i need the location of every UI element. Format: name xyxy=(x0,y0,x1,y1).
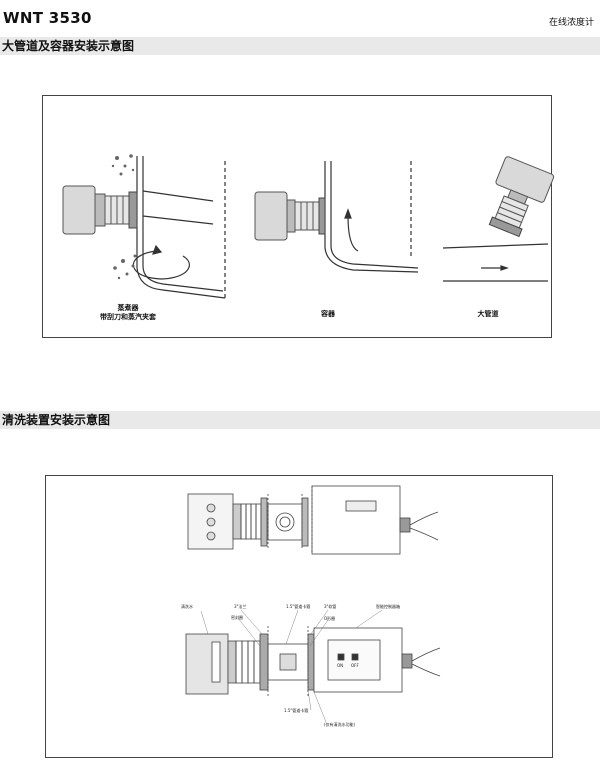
section-title-pipe: 大管道及容器安装示意图 xyxy=(0,37,600,55)
label-3in-flange: 3"法兰 xyxy=(234,604,247,609)
label-15-clamp-bottom: 1.5"管道卡箍 xyxy=(284,708,309,713)
caption-big-pipe: 大管道 xyxy=(477,310,499,318)
caption-evaporator: 蒸煮器 带刮刀和蒸汽夹套 xyxy=(83,304,173,322)
label-15-clamp-top: 1.5"管道卡箍 xyxy=(286,604,311,609)
panel-button-on-label: ON xyxy=(337,663,344,668)
top-view-assembly xyxy=(187,485,439,555)
front-view-assembly xyxy=(185,626,441,698)
section-title-wash: 清洗装置安装示意图 xyxy=(0,411,600,429)
caption-evaporator-line1: 蒸煮器 xyxy=(117,304,139,312)
panel-button-off-label: OFF xyxy=(351,663,359,668)
big-pipe xyxy=(442,243,549,282)
caption-evaporator-line2: 带刮刀和蒸汽夹套 xyxy=(100,313,156,321)
wash-diagram-figure xyxy=(185,485,441,723)
steam-particles xyxy=(111,154,137,280)
model-title: WNT 3530 xyxy=(3,9,92,27)
label-valve-note: (仅有清洗水功能) xyxy=(324,722,356,727)
label-control-box: 智能控制器箱 xyxy=(376,604,400,609)
label-o-ring: O形圈 xyxy=(324,616,336,621)
pipe-diagram-figure xyxy=(62,154,555,299)
sensor-unit-container xyxy=(254,191,326,241)
product-category: 在线浓度计 xyxy=(548,18,594,28)
label-3in-hose: 3"软管 xyxy=(324,604,337,609)
wash-diagram-panel: 清洗水 3"法兰 密封圈 1.5"管道卡箍 3"软管 O形圈 智能控制器箱 1.… xyxy=(45,475,553,758)
label-seal: 密封圈 xyxy=(231,615,243,620)
leader-lines xyxy=(200,609,383,723)
container-vessel xyxy=(324,161,419,273)
evaporator-vessel xyxy=(132,156,226,299)
pipe-diagram-panel: 蒸煮器 带刮刀和蒸汽夹套 容器 大管道 xyxy=(42,95,555,338)
label-cleaning-water: 清洗水 xyxy=(181,604,193,609)
sensor-unit-evaporator xyxy=(62,185,138,235)
sensor-unit-big-pipe xyxy=(488,156,555,238)
caption-container: 容器 xyxy=(321,310,335,318)
